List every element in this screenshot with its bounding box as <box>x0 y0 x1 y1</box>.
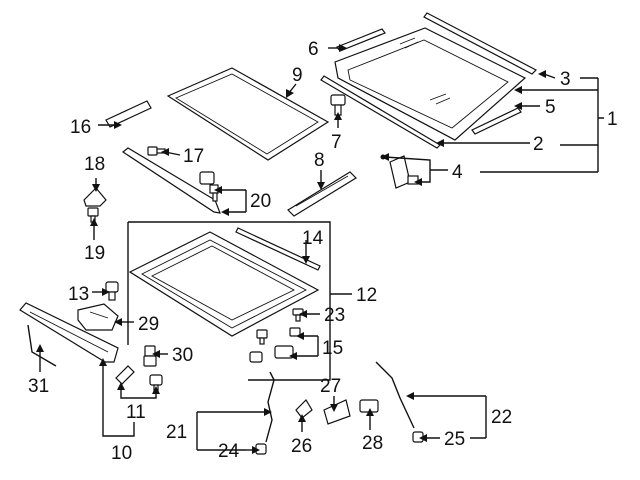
callout-31: 31 <box>28 376 49 397</box>
glass-front-seal-strip <box>320 75 441 149</box>
clip-26 <box>295 399 313 419</box>
sunroof-frame <box>128 231 320 337</box>
callout-21: 21 <box>166 422 187 443</box>
callout-1: 1 <box>607 109 618 130</box>
callout-8: 8 <box>314 150 325 171</box>
bracket-4 <box>380 154 419 189</box>
callout-22: 22 <box>491 407 512 428</box>
arrowheads <box>36 44 546 454</box>
frame-assembly-box <box>127 221 331 381</box>
callout-25: 25 <box>444 429 465 450</box>
callout-12: 12 <box>356 285 377 306</box>
callout-26: 26 <box>291 436 312 457</box>
callout-10: 10 <box>111 443 132 464</box>
callout-27: 27 <box>320 376 341 397</box>
bracket-18 <box>83 187 107 207</box>
callout-6: 6 <box>308 39 319 60</box>
callout-7: 7 <box>331 132 342 153</box>
sunroof-motor <box>77 303 119 331</box>
drain-tube-21 <box>265 371 275 443</box>
callout-23: 23 <box>324 305 345 326</box>
callout-13: 13 <box>68 284 89 305</box>
clip-27 <box>323 399 351 425</box>
clip-set-15 <box>249 327 301 363</box>
side-guide-rail <box>121 147 221 214</box>
drain-tube-22 <box>375 361 415 429</box>
callout-24: 24 <box>218 441 240 462</box>
sunroof-glass-panel <box>334 27 527 141</box>
deflector-strip <box>471 107 522 135</box>
sunroof-frame-seal <box>166 67 330 161</box>
callout-15: 15 <box>322 338 343 359</box>
callout-17: 17 <box>183 146 204 167</box>
callout-3: 3 <box>560 69 571 90</box>
callout-29: 29 <box>138 314 159 335</box>
callout-2: 2 <box>533 134 544 155</box>
bolt-13 <box>105 281 119 301</box>
callout-5: 5 <box>545 97 556 118</box>
callout-19: 19 <box>84 243 105 264</box>
callout-16: 16 <box>70 117 91 138</box>
drain-guide-rail <box>19 302 119 363</box>
glass-weatherstrip-strip <box>423 12 538 75</box>
callout-28: 28 <box>362 433 383 454</box>
callout-18: 18 <box>84 154 105 175</box>
drain-hose-31 <box>27 324 57 367</box>
callout-14: 14 <box>302 228 324 249</box>
callout-11: 11 <box>126 402 146 423</box>
screw-19 <box>87 207 99 223</box>
callout-4: 4 <box>452 162 463 183</box>
bolt-7 <box>330 94 346 116</box>
trim-strip <box>105 100 152 128</box>
callout-30: 30 <box>172 345 193 366</box>
frame-seal-strip-14 <box>235 227 321 271</box>
clip-20 <box>199 171 219 202</box>
clip-30 <box>143 345 157 367</box>
callout-labels: 1 2 3 4 5 6 7 8 9 10 11 12 13 14 15 16 1… <box>28 39 618 464</box>
bracket-8 <box>287 171 357 217</box>
screw-17 <box>147 146 166 156</box>
callout-20: 20 <box>250 191 271 212</box>
callout-9: 9 <box>292 65 303 86</box>
